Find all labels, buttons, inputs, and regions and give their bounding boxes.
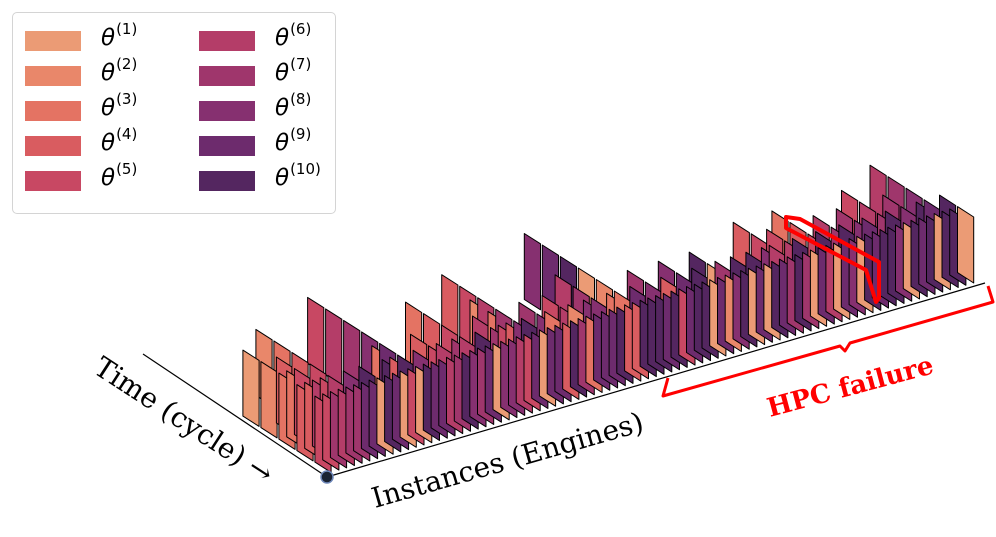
legend-symbol: θ xyxy=(275,130,290,156)
hpc-highlight-outline xyxy=(784,215,881,304)
legend-index: (8) xyxy=(290,90,312,108)
legend-index: (1) xyxy=(116,20,138,38)
legend-swatch xyxy=(25,66,81,86)
origin-marker xyxy=(320,470,334,484)
legend-label: θ(3) xyxy=(101,90,137,121)
bar-panel xyxy=(260,361,278,439)
legend-index: (10) xyxy=(290,160,321,178)
time-axis-line xyxy=(142,353,328,478)
legend-symbol: θ xyxy=(275,165,290,191)
bar-panel xyxy=(242,349,260,427)
bars-group xyxy=(242,164,975,473)
legend-label: θ(8) xyxy=(275,90,311,121)
legend-symbol: θ xyxy=(275,95,290,121)
legend-symbol: θ xyxy=(101,25,116,51)
legend-symbol: θ xyxy=(101,95,116,121)
legend: θ(1)θ(2)θ(3)θ(4)θ(5)θ(6)θ(7)θ(8)θ(9)θ(10… xyxy=(12,12,336,214)
legend-index: (5) xyxy=(116,160,138,178)
legend-symbol: θ xyxy=(275,60,290,86)
legend-label: θ(10) xyxy=(275,160,321,191)
instance-axis-line xyxy=(326,282,986,478)
legend-index: (2) xyxy=(116,55,138,73)
bar-panel xyxy=(523,233,541,311)
bar-panel xyxy=(325,308,343,386)
legend-swatch xyxy=(25,136,81,156)
legend-swatch xyxy=(199,66,255,86)
legend-label: θ(5) xyxy=(101,160,137,191)
bar-panel xyxy=(957,206,975,284)
legend-swatch xyxy=(25,101,81,121)
legend-swatch xyxy=(199,101,255,121)
legend-label: θ(4) xyxy=(101,125,137,156)
legend-index: (9) xyxy=(290,125,312,143)
legend-swatch xyxy=(25,171,81,191)
legend-index: (3) xyxy=(116,90,138,108)
legend-index: (7) xyxy=(290,55,312,73)
legend-index: (4) xyxy=(116,125,138,143)
legend-swatch xyxy=(199,31,255,51)
legend-swatch xyxy=(199,171,255,191)
legend-index: (6) xyxy=(290,20,312,38)
legend-swatch xyxy=(199,136,255,156)
legend-swatch xyxy=(25,31,81,51)
legend-symbol: θ xyxy=(101,165,116,191)
legend-label: θ(7) xyxy=(275,55,311,86)
legend-symbol: θ xyxy=(275,25,290,51)
hpc-brace xyxy=(661,285,995,398)
bar-panel xyxy=(307,296,325,375)
legend-symbol: θ xyxy=(101,130,116,156)
legend-label: θ(2) xyxy=(101,55,137,86)
axes xyxy=(142,282,986,484)
legend-symbol: θ xyxy=(101,60,116,86)
legend-label: θ(9) xyxy=(275,125,311,156)
legend-label: θ(1) xyxy=(101,20,137,51)
legend-label: θ(6) xyxy=(275,20,311,51)
